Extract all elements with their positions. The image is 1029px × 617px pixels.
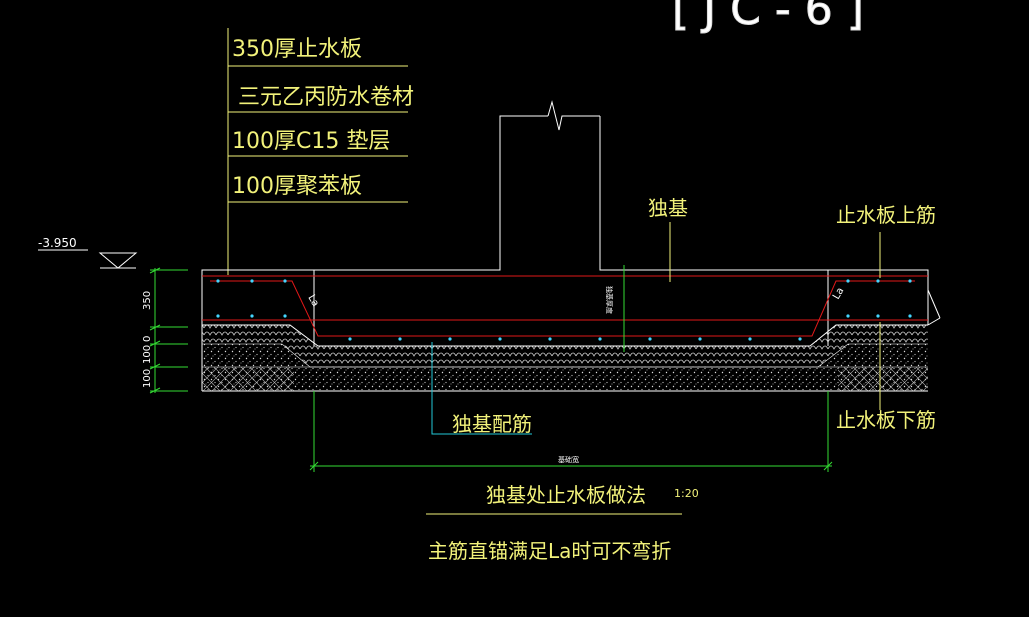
- label-top-rebar: 止水板上筋: [836, 203, 936, 227]
- dim-350: 350: [142, 291, 153, 310]
- layer-label-4: 100厚聚苯板: [232, 174, 362, 199]
- detail-title: 独基处止水板做法: [486, 483, 646, 507]
- detail-note: 主筋直锚满足La时可不弯折: [428, 539, 671, 563]
- la-label-right: La: [831, 286, 846, 302]
- width-dimension: [309, 391, 833, 472]
- layer-legend: [227, 28, 408, 275]
- layer-label-1: 350厚止水板: [232, 37, 362, 62]
- concrete-outline: [201, 100, 941, 391]
- drawing-tag: [JC-6]: [672, 0, 878, 35]
- layer-label-3: 100厚C15 垫层: [232, 129, 390, 154]
- foundation-thickness-label: 独基厚度: [605, 286, 614, 314]
- elevation-label: -3.950: [38, 236, 77, 250]
- label-bottom-rebar: 止水板下筋: [836, 408, 936, 432]
- layer-label-2: 三元乙丙防水卷材: [238, 85, 414, 110]
- elevation-marker: [38, 249, 138, 269]
- foundation-width-label: 基础宽: [558, 455, 579, 464]
- leaders: [431, 222, 881, 435]
- detail-scale: 1:20: [674, 487, 699, 500]
- dim-100a: 100: [142, 345, 153, 364]
- dim-100b: 100: [142, 369, 153, 388]
- label-foundation-rebar: 独基配筋: [452, 412, 532, 436]
- foundation-layers: [202, 325, 928, 392]
- label-foundation: 独基: [648, 196, 688, 220]
- dim-0: 0: [142, 336, 153, 342]
- left-dimension-chain: [149, 267, 188, 394]
- la-label-left: La: [305, 293, 320, 309]
- rebar-dots: [216, 279, 912, 341]
